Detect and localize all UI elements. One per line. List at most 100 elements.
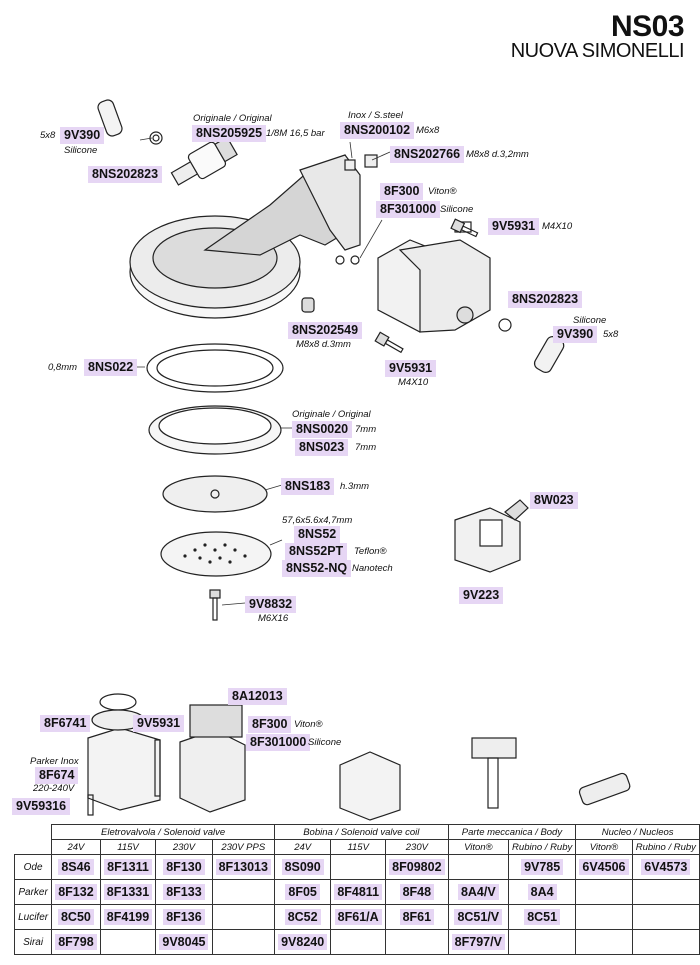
part-code: 9V8240 (278, 934, 328, 950)
row-brand: Parker (13, 879, 53, 905)
table-cell: 6V4506 (575, 854, 633, 880)
material-note: Silicone (440, 204, 474, 215)
size-note: 5x8 (40, 130, 56, 141)
spec-note: 1/8M 16,5 bar (266, 128, 325, 139)
part-code: 8F797/V (451, 934, 505, 950)
part-code: 9V5931 (385, 360, 437, 377)
part-code: 8F6741 (40, 715, 91, 732)
column-header: 230V PPS (211, 839, 276, 855)
table-cell (330, 854, 387, 880)
table-cell (575, 904, 633, 930)
part-code: 9V390 (60, 127, 105, 144)
table-cell: 9V785 (508, 854, 577, 880)
table-cell: 8F48 (385, 879, 449, 905)
table-cell (211, 879, 276, 905)
part-code: 8F301000 (246, 734, 311, 751)
material-note: Silicone (308, 737, 342, 748)
table-cell: 8F133 (155, 879, 213, 905)
part-code: 8NS52PT (285, 543, 348, 560)
material-note: Silicone (573, 315, 607, 326)
table-cell: 8F1311 (99, 854, 157, 880)
size-note: 5x8 (603, 329, 619, 340)
part-code: 8A4 (527, 884, 557, 900)
table-cell: 8F130 (155, 854, 213, 880)
table-cell (575, 929, 633, 955)
table-cell (631, 904, 700, 930)
table-cell (631, 929, 700, 955)
material-note: Silicone (64, 145, 98, 156)
group-header: Eletrovalvola / Solenoid valve (51, 824, 276, 840)
table-cell (447, 854, 510, 880)
size-note: M8x8 d.3mm (296, 339, 351, 350)
row-brand: Ode (13, 854, 53, 880)
part-code: 8F61/A (334, 909, 382, 925)
table-cell: 8F4199 (99, 904, 157, 930)
part-code: 8F05 (285, 884, 320, 900)
table-cell: 8C50 (51, 904, 101, 930)
table-cell: 8F05 (274, 879, 332, 905)
part-code: 8F48 (399, 884, 435, 900)
part-code: 8C50 (57, 909, 94, 925)
parts-table: Eletrovalvola / Solenoid valve Bobina / … (13, 824, 700, 955)
table-cell: 9V8240 (274, 929, 332, 955)
column-header: Rubino / Ruby (631, 839, 700, 855)
column-header: 230V (385, 839, 449, 855)
table-corner (15, 840, 52, 855)
part-code: 8F133 (163, 884, 205, 900)
table-group-row: Eletrovalvola / Solenoid valve Bobina / … (15, 824, 700, 840)
part-code: 8F300 (248, 716, 292, 733)
part-code: 8NS202766 (390, 146, 465, 163)
brand-name: NUOVA SIMONELLI (510, 40, 685, 62)
table-cell: 6V4573 (631, 854, 700, 880)
size-note: 57,6x5.6x4,7mm (282, 515, 353, 526)
table-cell: 9V8045 (155, 929, 213, 955)
thickness-note: h.3mm (340, 481, 370, 492)
part-code: 9V390 (553, 326, 598, 343)
row-brand: Lucifer (13, 904, 53, 930)
size-note: M8x8 d.3,2mm (466, 149, 529, 160)
column-header: 24V (274, 839, 332, 855)
part-code: 8F300 (380, 183, 424, 200)
table-cell: 8F13013 (211, 854, 276, 880)
column-header: Viton® (447, 839, 510, 855)
pin-drawing (97, 99, 123, 137)
part-code: 8NS0020 (292, 421, 353, 438)
thickness-note: 7mm (355, 424, 377, 435)
table-corner (15, 825, 52, 840)
brand-note: Parker Inox (30, 756, 79, 767)
part-code: 8F301000 (376, 201, 441, 218)
part-code: 9V5931 (488, 218, 540, 235)
table-cell (575, 879, 633, 905)
part-code: 8NS183 (281, 478, 335, 495)
part-code: 8NS202549 (288, 322, 363, 339)
column-header: Viton® (575, 839, 633, 855)
part-code: 6V4573 (641, 859, 691, 875)
part-code: 8NS202823 (88, 166, 163, 183)
size-note: M6x8 (416, 125, 440, 136)
table-cell: 8C51 (508, 904, 577, 930)
column-header: Rubino / Ruby (508, 839, 577, 855)
table-cell: 8F136 (155, 904, 213, 930)
table-cell: 8S46 (51, 854, 101, 880)
part-code: 9V59316 (12, 798, 71, 815)
part-code: 8NS023 (295, 439, 349, 456)
table-cell: 8F1331 (99, 879, 157, 905)
part-code: 8S090 (281, 859, 324, 875)
part-code: 8NS205925 (192, 125, 267, 142)
part-code: 8F674 (35, 767, 79, 784)
column-header: 115V (330, 839, 387, 855)
part-code: 8A4/V (457, 884, 499, 900)
size-note: M4X10 (542, 221, 573, 232)
table-cell (330, 929, 387, 955)
part-code: 8F130 (163, 859, 205, 875)
part-code: 9V785 (521, 859, 564, 875)
part-code: 8C52 (284, 909, 321, 925)
material-note: Teflon® (354, 546, 387, 557)
table-cell (99, 929, 157, 955)
thickness-note: 7mm (355, 442, 377, 453)
part-code: 8NS52 (294, 526, 341, 543)
